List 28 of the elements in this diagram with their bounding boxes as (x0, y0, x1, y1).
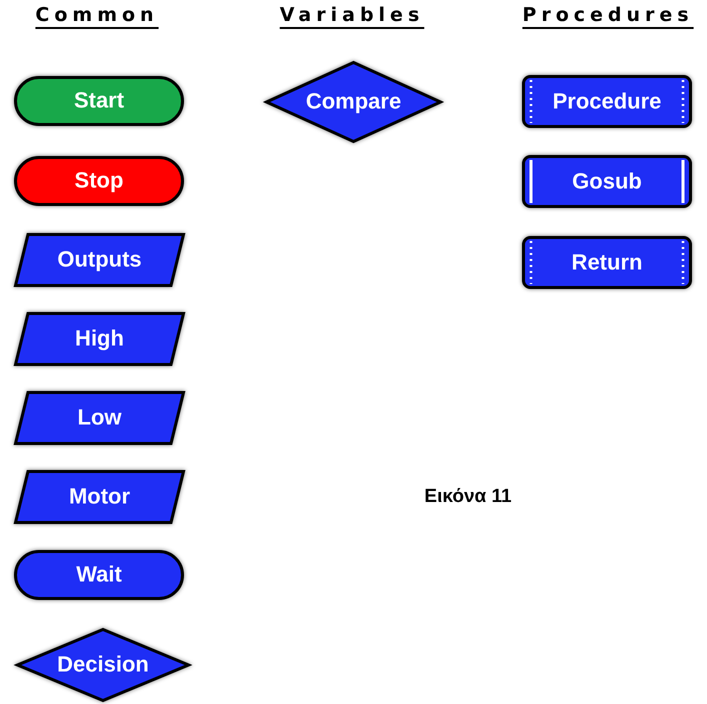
shape-label: Low (78, 404, 122, 430)
shape-label: Gosub (572, 168, 642, 194)
shape-label: Wait (76, 561, 122, 588)
procedure-box (522, 75, 692, 128)
shape-label: Motor (68, 483, 130, 510)
parallelogram-shape (14, 470, 185, 524)
column-heading: Variables (280, 4, 424, 26)
shape-label: Procedure (552, 88, 662, 114)
shape-label: Start (74, 87, 124, 114)
column-heading: Common (35, 4, 159, 26)
parallelogram-shape (14, 312, 185, 366)
parallelogram-shape (14, 233, 185, 287)
figure-caption: Εικόνα 11 (424, 486, 512, 508)
terminator-shape (14, 156, 184, 206)
decision-diamond (265, 61, 442, 143)
decision-diamond (16, 628, 190, 702)
shape-label: Stop (74, 167, 124, 194)
terminator-shape (14, 550, 184, 600)
parallelogram-shape (14, 391, 185, 445)
shape-label: Decision (57, 651, 149, 678)
column-heading: Procedures (522, 4, 694, 26)
shape-label: Outputs (57, 246, 142, 272)
procedure-box (522, 236, 692, 289)
shape-label: Compare (306, 88, 402, 114)
terminator-shape (14, 76, 184, 126)
shape-label: Return (572, 248, 642, 275)
shape-label: High (75, 325, 124, 352)
subroutine-box (522, 155, 692, 208)
